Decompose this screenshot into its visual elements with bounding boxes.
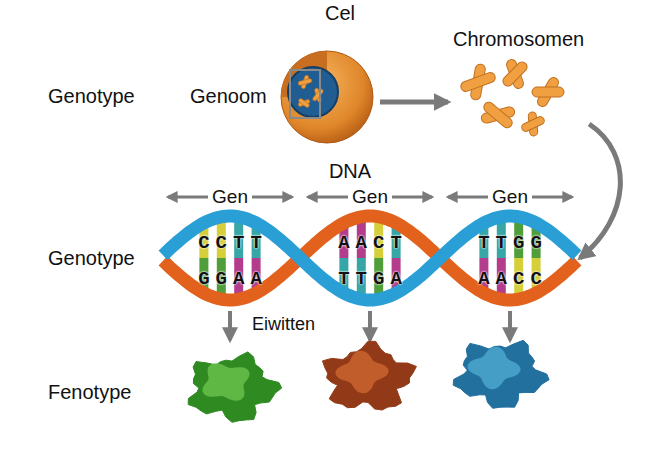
node-title: Cel <box>325 2 355 25</box>
base-sequence: AACT <box>338 232 408 254</box>
label-holder: Genoom <box>190 85 267 108</box>
flow-arrow <box>380 100 448 105</box>
cell-node: Cel <box>276 2 380 150</box>
label-holder: AACC <box>478 268 548 290</box>
base-sequence: GGAA <box>198 268 268 290</box>
label-holder: GGAA <box>198 268 268 290</box>
level-label: Genotype <box>48 85 135 108</box>
level-label: Fenotype <box>48 381 131 404</box>
genome-frame <box>290 70 320 118</box>
label-holder: Eiwitten <box>252 314 315 335</box>
label-holder: Fenotype <box>48 381 131 404</box>
base-sequence: CCTT <box>198 232 268 254</box>
label-holder: TTGA <box>338 268 408 290</box>
part-label: Genoom <box>190 85 267 108</box>
level-label: Genotype <box>48 247 135 270</box>
node-title: Chromosomen <box>453 28 584 51</box>
base-sequence: TTGA <box>338 268 408 290</box>
label-holder: AACT <box>338 232 408 254</box>
node-title: DNA <box>329 160 371 183</box>
gene-label: Gen <box>488 186 532 208</box>
label-holder: TTGG <box>478 232 548 254</box>
label-holder: Genotype <box>48 85 135 108</box>
base-sequence: AACC <box>478 268 548 290</box>
chromosomes-node: Chromosomen <box>448 28 589 148</box>
flow-arrow <box>580 124 620 258</box>
proteins <box>188 340 549 422</box>
part-label: Eiwitten <box>252 314 315 335</box>
label-holder: Genotype <box>48 247 135 270</box>
label-holder: Gen <box>208 186 252 208</box>
gene-label: Gen <box>208 186 252 208</box>
gene-label: Gen <box>348 186 392 208</box>
label-holder: Gen <box>488 186 532 208</box>
dna-strands <box>163 216 577 300</box>
chromosomes-illustration <box>457 55 570 138</box>
expression-arrows <box>230 311 510 340</box>
label-holder: Gen <box>348 186 392 208</box>
label-holder: CCTT <box>198 232 268 254</box>
base-sequence: TTGG <box>478 232 548 254</box>
cell-illustration <box>270 40 373 143</box>
